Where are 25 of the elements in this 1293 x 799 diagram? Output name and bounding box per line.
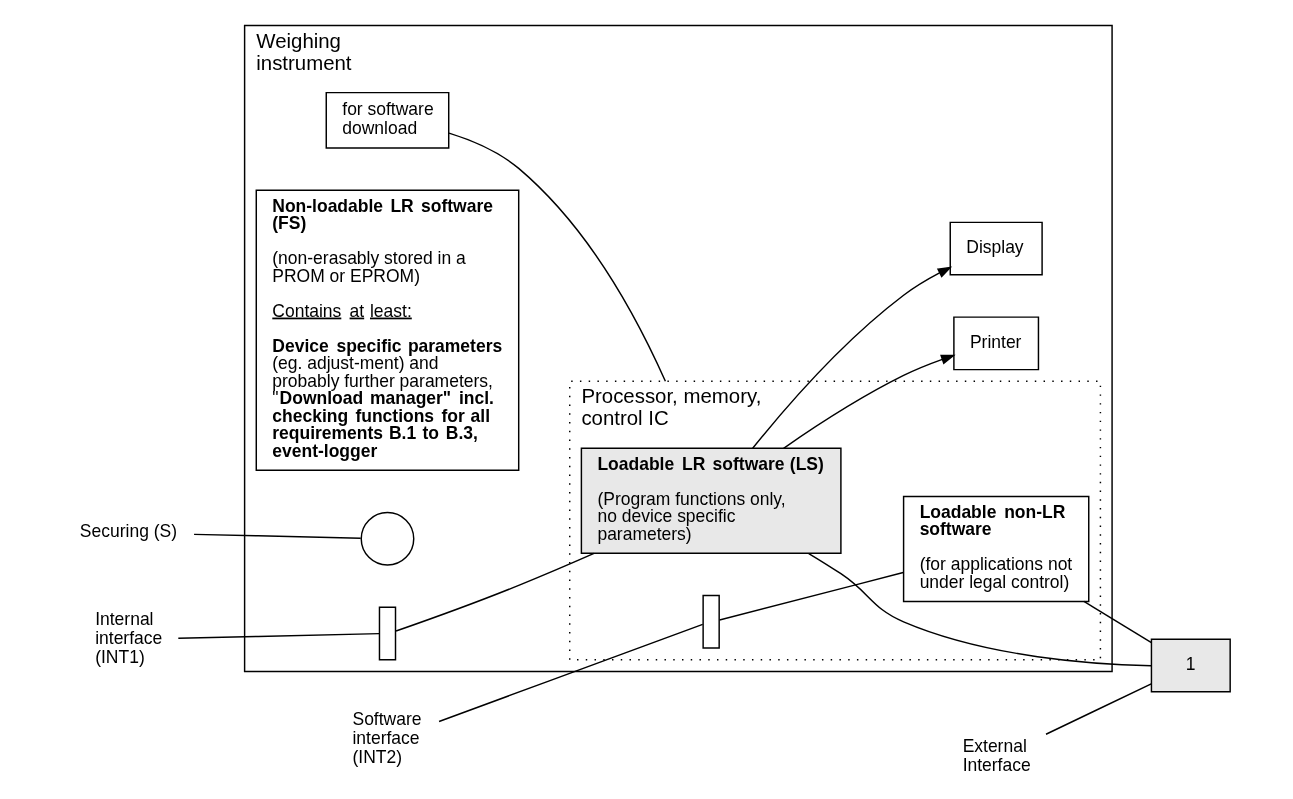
node-box: Non-loadable LR software (FS) (non-erasably stored in a PROM or EPROM) Contains at least: Device specific parameters (eg. adjust-ment) and probably further parameters, "Download manager" incl. checking functions for all requirements B.1 to B.3, event-logger — [255, 189, 519, 471]
node-text: Securing (S) — [79, 521, 177, 542]
node-box: Loadable LR software (LS) (Program functions only, no device specific parameters) — [580, 447, 842, 555]
node-circle — [360, 511, 414, 566]
connector — [192, 533, 361, 539]
connector — [437, 623, 703, 723]
node-text: Internal interface (INT1) — [94, 608, 162, 667]
node-box: 1 — [1150, 638, 1231, 693]
arrow — [782, 354, 956, 449]
connector — [447, 132, 666, 382]
node-box: Display — [949, 221, 1043, 276]
node-box — [378, 606, 396, 661]
connector — [1044, 683, 1152, 735]
connector — [394, 552, 595, 632]
node-text: Software interface (INT2) — [352, 709, 421, 768]
connector — [1082, 600, 1152, 644]
node-text: External Interface — [962, 736, 1031, 776]
node-box — [701, 594, 720, 649]
node-box: Printer — [952, 316, 1039, 371]
connector — [718, 571, 904, 621]
connector — [177, 632, 380, 639]
connector — [807, 552, 1152, 667]
node-box: for software download — [325, 91, 449, 149]
node-box: Loadable non-LR software (for applications not under legal control) — [902, 495, 1089, 603]
arrow — [751, 266, 952, 449]
